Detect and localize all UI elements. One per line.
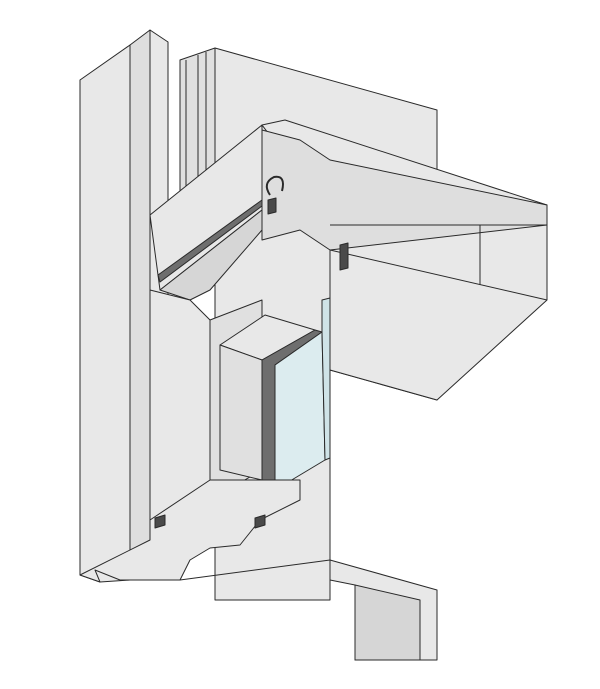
transom-line [329, 249, 548, 301]
sill-profile [79, 479, 301, 583]
gasket [267, 197, 277, 215]
insulation-block-front [219, 344, 263, 481]
bottom-edge [179, 559, 331, 581]
mullion-front [79, 44, 131, 583]
glass-edge [321, 297, 331, 461]
sill-gasket [154, 514, 166, 529]
hook-detail [265, 175, 284, 196]
gasket [339, 242, 349, 271]
sill-gasket [254, 514, 266, 529]
mullion-side [129, 29, 151, 581]
bottom-return-inner [354, 584, 421, 661]
